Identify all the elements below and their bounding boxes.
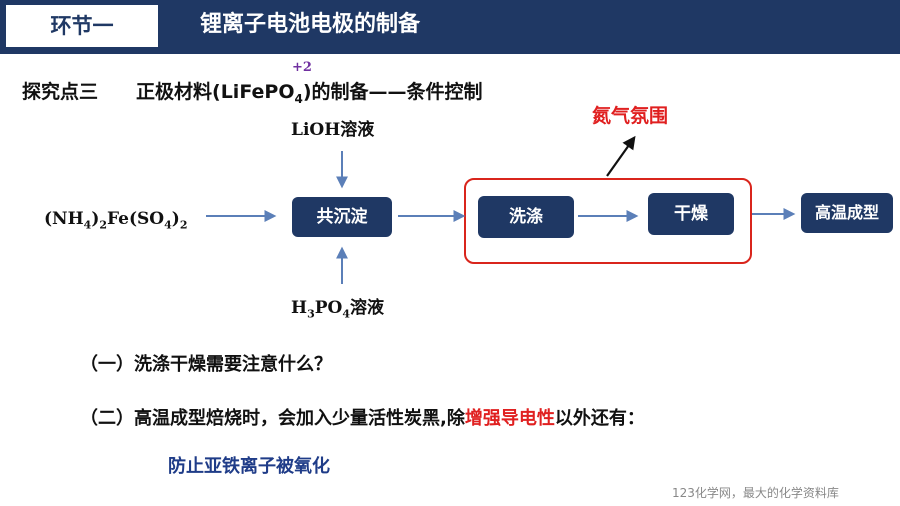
section-title-suffix: )的制备——条件控制 <box>302 81 483 103</box>
arrow-to-atmosphere <box>606 135 636 177</box>
top-reagent: LiOH溶液 <box>291 120 375 140</box>
section-title-sub: 4 <box>294 91 303 106</box>
section-title-prefix: 正极材料(LiFePO <box>136 81 295 103</box>
answer-text: 防止亚铁离子被氧化 <box>168 456 330 477</box>
footer-watermark: 123化学网，最大的化学资料库 <box>672 486 839 500</box>
header-title: 锂离子电池电极的制备 <box>200 12 421 37</box>
section-label: 探究点三 <box>22 81 99 103</box>
atmosphere-label: 氮气氛围 <box>592 105 669 127</box>
question-2: （二）高温成型焙烧时，会加入少量活性炭黑,除增强导电性以外还有： <box>80 408 645 429</box>
question-2-highlight: 增强导电性 <box>464 408 555 429</box>
question-1: （一）洗涤干燥需要注意什么？ <box>80 354 332 375</box>
header-bar: 环节一 锂离子电池电极的制备 <box>0 0 900 54</box>
step-high-temp-forming: 高温成型 <box>801 193 893 233</box>
header-tag: 环节一 <box>6 5 158 47</box>
bottom-reagent: H3PO4溶液 <box>291 298 384 321</box>
oxidation-state-label: +2 <box>292 60 312 75</box>
section-title: 探究点三 正极材料(LiFePO4)的制备——条件控制 <box>22 77 483 106</box>
step-washing: 洗涤 <box>478 196 574 238</box>
left-reagent: (NH4)2Fe(SO4)2 <box>44 209 188 232</box>
step-drying: 干燥 <box>648 193 734 235</box>
step-coprecipitation: 共沉淀 <box>292 197 392 237</box>
